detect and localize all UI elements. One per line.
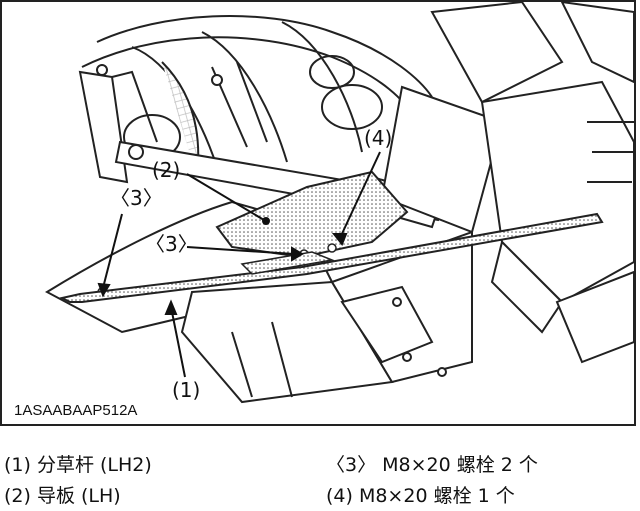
leader-lines	[97, 151, 381, 378]
reel-assembly	[78, 14, 433, 184]
legend-item-2: (2) 导板 (LH)	[4, 485, 121, 507]
callout-4: (4)	[364, 126, 393, 150]
guide-plate	[215, 170, 409, 259]
legend-item-1: (1) 分草杆 (LH2)	[4, 454, 152, 476]
callout-2: (2)	[152, 158, 181, 182]
figure-code: 1ASAABAAP512A	[14, 402, 138, 419]
callout-3-mid: 〈3〉	[145, 232, 198, 256]
machine-illustration	[44, 2, 634, 404]
legend-item-4: (4) M8×20 螺栓 1 个	[326, 485, 515, 507]
callout-1: (1)	[172, 378, 201, 402]
figure-frame: 〈3〉 (2) 〈3〉 (4) (1) 1ASAABAAP512A	[0, 0, 636, 426]
right-housing	[380, 2, 634, 364]
callout-3-left: 〈3〉	[110, 186, 163, 210]
divider-rod	[59, 212, 604, 303]
legend-item-3: 〈3〉 M8×20 螺栓 2 个	[326, 454, 538, 476]
